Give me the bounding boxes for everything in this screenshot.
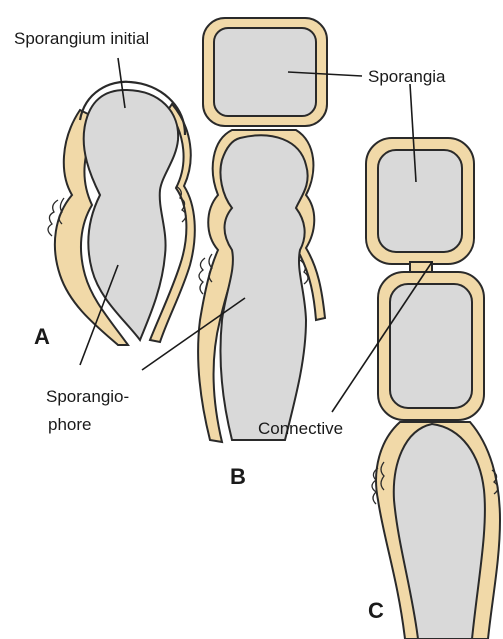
panel-c-sporangium-top-cytoplasm [378, 150, 462, 252]
panel-label-c: C [368, 598, 384, 623]
label-connective: Connective [258, 419, 343, 438]
label-sporangia: Sporangia [368, 67, 446, 86]
label-sporangiophore-line2: phore [48, 415, 91, 434]
panel-c-structure [366, 138, 500, 639]
label-sporangium-initial: Sporangium initial [14, 29, 149, 48]
panel-label-a: A [34, 324, 50, 349]
panel-c-sporangium-mid-cytoplasm [390, 284, 472, 408]
panel-b-body-cytoplasm [220, 135, 307, 440]
panel-a-structure [48, 82, 195, 345]
label-sporangiophore-line1: Sporangio- [46, 387, 129, 406]
panel-b-structure [198, 18, 327, 442]
panel-label-b: B [230, 464, 246, 489]
